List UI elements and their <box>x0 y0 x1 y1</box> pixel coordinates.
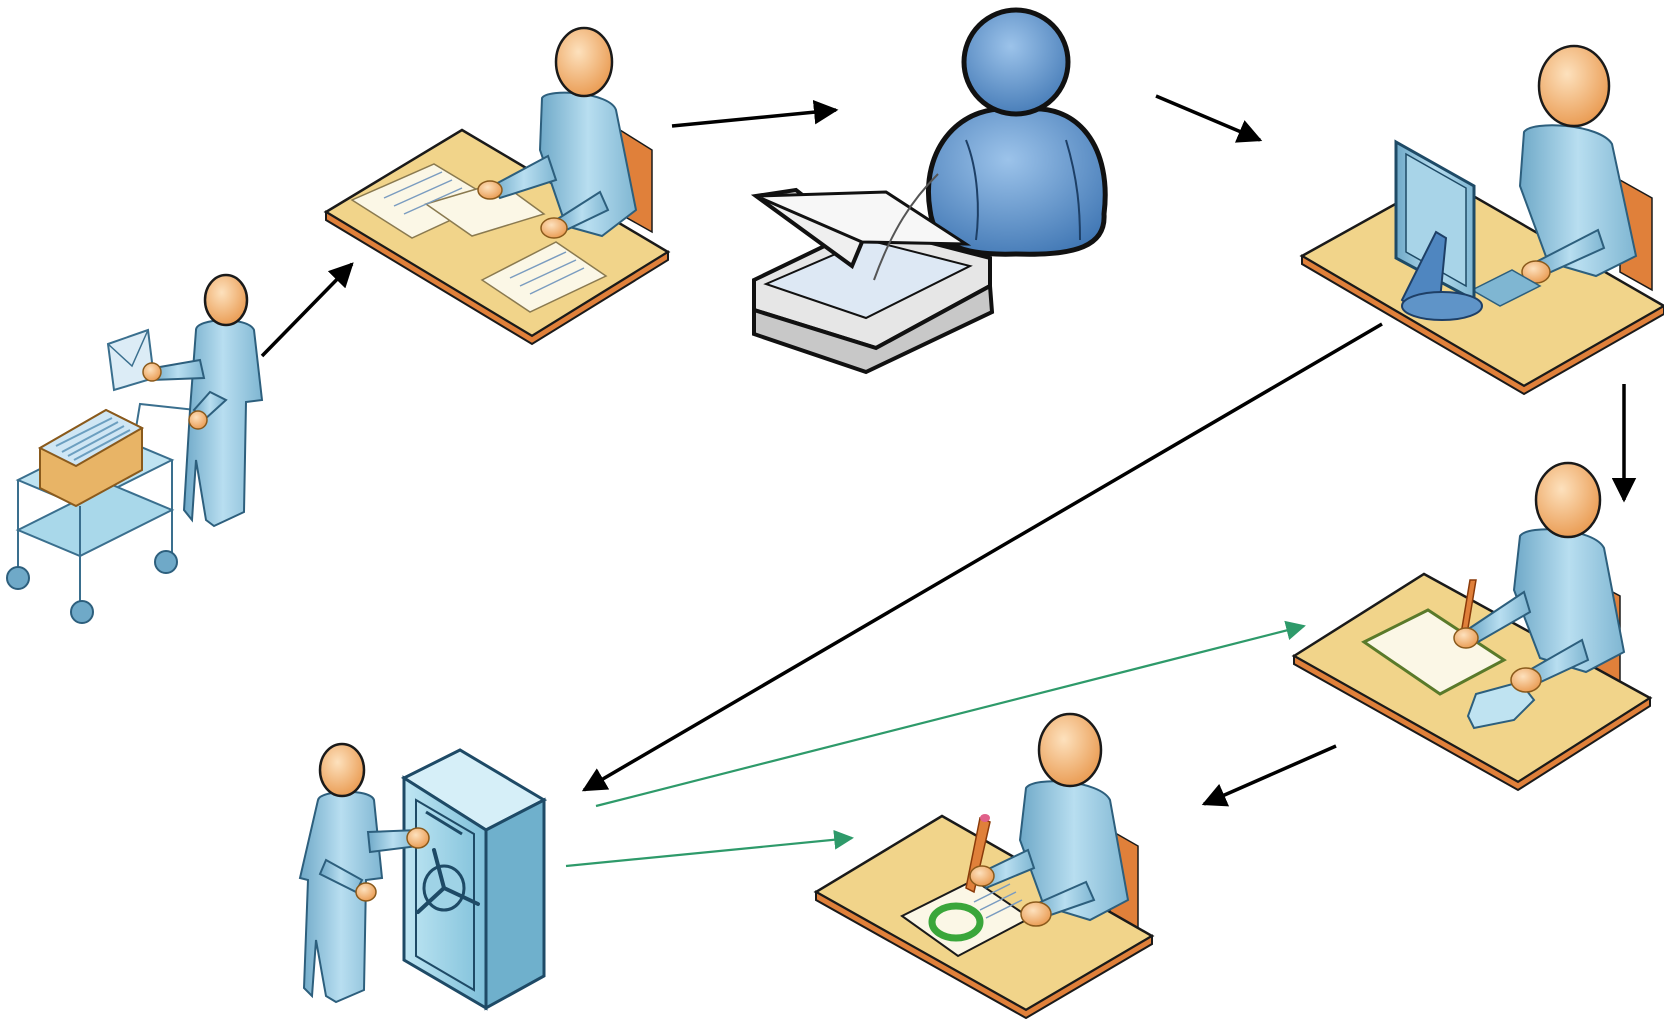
edge-scanner-to-computer <box>1155 94 1263 143</box>
computer-desk-person-icon <box>1299 44 1664 396</box>
safe-archive-person-icon <box>298 742 548 1011</box>
signing-desk-person-icon <box>813 712 1155 1019</box>
edge-safe-to-review <box>595 620 1306 808</box>
review-desk-person-icon <box>1291 461 1653 792</box>
edge-sorting-to-scanner <box>671 99 839 128</box>
edge-review-to-signing <box>1201 744 1337 807</box>
mail-cart-person-icon <box>6 273 264 624</box>
edges <box>260 94 1637 868</box>
desk-papers-person-icon <box>323 26 671 346</box>
edge-cart-to-sorting <box>260 262 354 358</box>
edge-computer-to-safe <box>581 322 1383 792</box>
edge-safe-to-signing <box>565 829 854 868</box>
scanner-user-icon <box>750 7 1108 375</box>
